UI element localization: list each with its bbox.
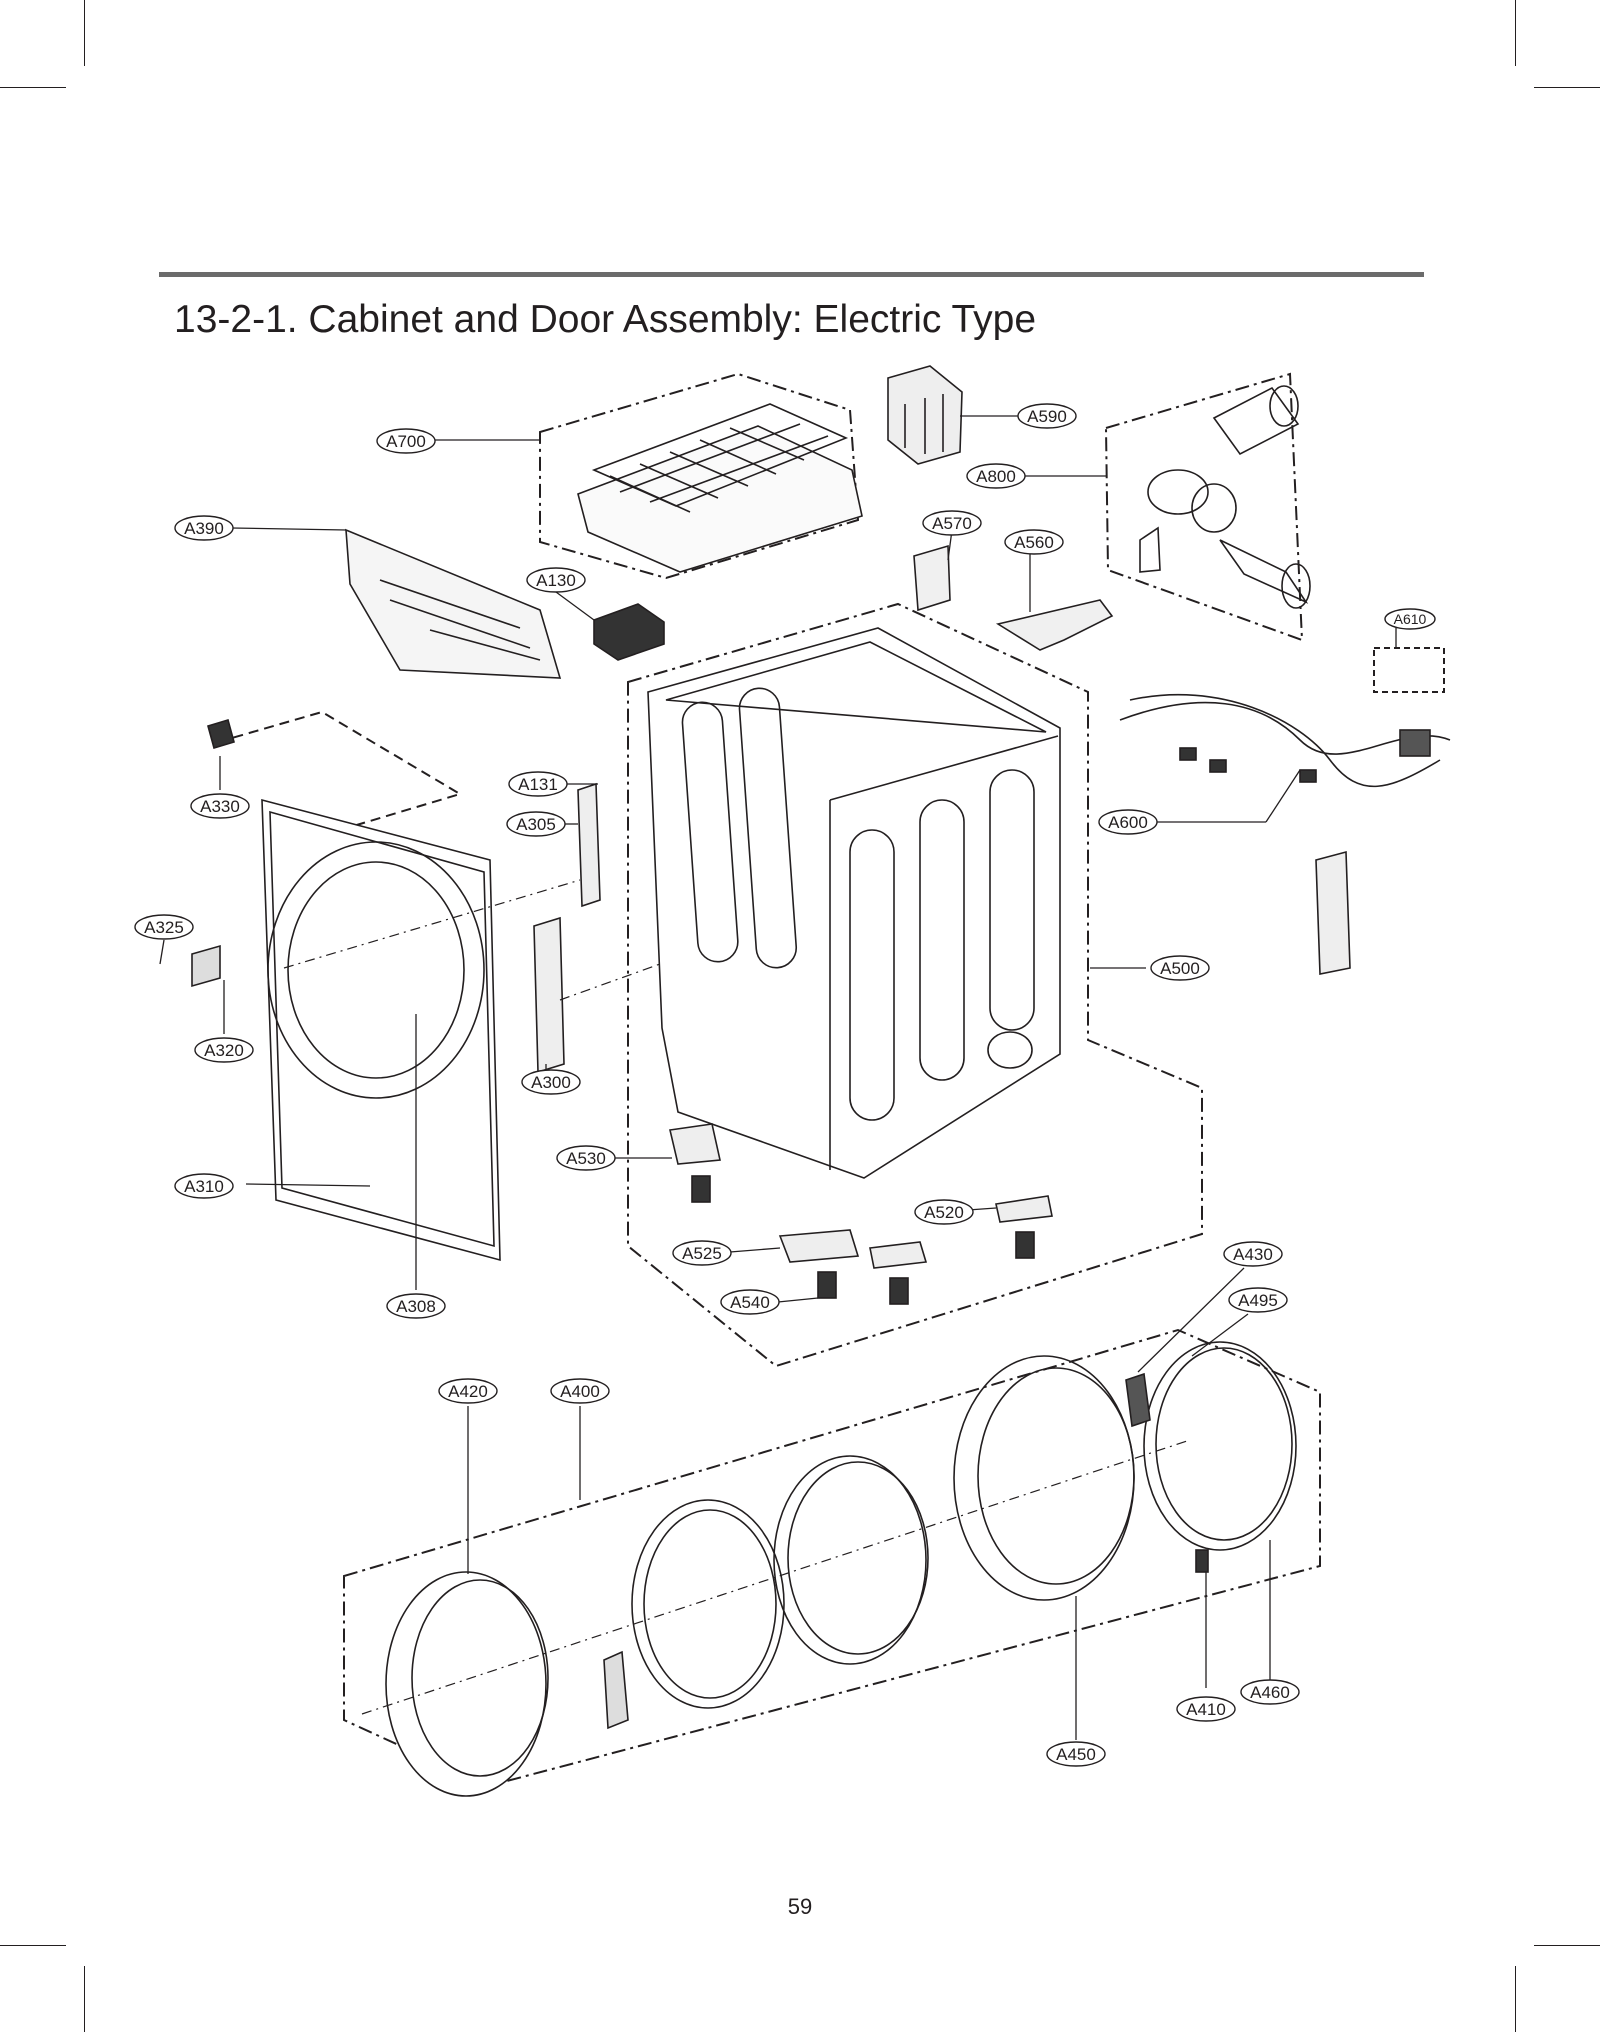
callout-a430: A430 [1233, 1245, 1273, 1264]
boundary-a800 [1104, 372, 1304, 642]
callout-a560: A560 [1014, 533, 1054, 552]
title-mid: 2 [230, 298, 253, 341]
crop-mark-bottom-left-horizontal [0, 1945, 66, 1946]
callout-a400: A400 [560, 1382, 600, 1401]
page-number: 59 [787, 1894, 813, 1919]
callout-labels: A700 A590 A800 A390 A570 A560 A130 A610 … [144, 407, 1426, 1764]
callout-ovals [134, 403, 1436, 1767]
part-door-components [385, 1341, 1297, 1797]
callout-a800: A800 [976, 467, 1016, 486]
callout-a520: A520 [924, 1203, 964, 1222]
callout-a305: A305 [516, 815, 556, 834]
crop-mark-bottom-right-vertical [1515, 1966, 1516, 2032]
part-a300 [533, 916, 565, 1074]
page-title: 13-2-1. Cabinet and Door Assembly: Elect… [174, 298, 1036, 342]
boundary-a700 [539, 372, 860, 580]
callout-a390: A390 [184, 519, 224, 538]
part-a570 [913, 544, 951, 612]
panel-guide [217, 710, 463, 843]
part-a320-rail [191, 944, 221, 988]
crop-mark-bottom-left-vertical [84, 1966, 85, 2032]
callout-a130: A130 [536, 571, 576, 590]
crop-mark-top-right-vertical [1515, 0, 1516, 66]
part-a590 [887, 365, 963, 465]
callout-a570: A570 [932, 514, 972, 533]
crop-mark-top-left-vertical [84, 0, 85, 66]
callout-a610: A610 [1394, 611, 1427, 627]
callout-a325: A325 [144, 918, 184, 937]
part-a560 [995, 599, 1114, 651]
title-rest: -1. Cabinet and Door Assembly: Electric … [252, 298, 1037, 341]
callout-a590: A590 [1027, 407, 1067, 426]
part-wire-harness [1119, 693, 1451, 788]
part-side-bracket [1315, 850, 1351, 975]
callout-a600: A600 [1108, 813, 1148, 832]
callout-a310: A310 [184, 1177, 224, 1196]
part-dryer-rack [577, 403, 863, 573]
parts [191, 365, 1451, 1797]
assembly-boundaries [217, 372, 1445, 1788]
callout-a525: A525 [682, 1244, 722, 1263]
callout-a700: A700 [386, 432, 426, 451]
section-rule [159, 272, 1424, 277]
callout-a410: A410 [1186, 1700, 1226, 1719]
part-legs [691, 1175, 1035, 1305]
part-duct [1139, 385, 1311, 609]
callout-a420: A420 [448, 1382, 488, 1401]
callout-a500: A500 [1160, 959, 1200, 978]
crop-mark-bottom-right-horizontal [1534, 1945, 1600, 1946]
boundary-a610 [1373, 647, 1445, 693]
part-cabinet [647, 627, 1061, 1179]
callout-a320: A320 [204, 1041, 244, 1060]
callout-a131: A131 [518, 775, 558, 794]
callout-a330: A330 [200, 797, 240, 816]
part-brackets [669, 1123, 1053, 1269]
part-a305 [577, 782, 601, 908]
callout-a540: A540 [730, 1293, 770, 1312]
callout-a530: A530 [566, 1149, 606, 1168]
part-a390 [345, 528, 562, 679]
crop-mark-top-right-horizontal [1534, 87, 1600, 88]
part-a130 [593, 603, 665, 661]
callout-a308: A308 [396, 1297, 436, 1316]
callout-a495: A495 [1238, 1291, 1278, 1310]
callout-a300: A300 [531, 1073, 571, 1092]
boundary-a400 [343, 1328, 1321, 1788]
callout-a460: A460 [1250, 1683, 1290, 1702]
callout-a450: A450 [1056, 1745, 1096, 1764]
part-front-panel [261, 798, 501, 1262]
title-prefix: 13- [174, 298, 231, 341]
crop-mark-top-left-horizontal [0, 87, 66, 88]
part-a330 [207, 718, 235, 750]
centerlines [283, 879, 1191, 1715]
boundary-a500 [627, 602, 1203, 1368]
